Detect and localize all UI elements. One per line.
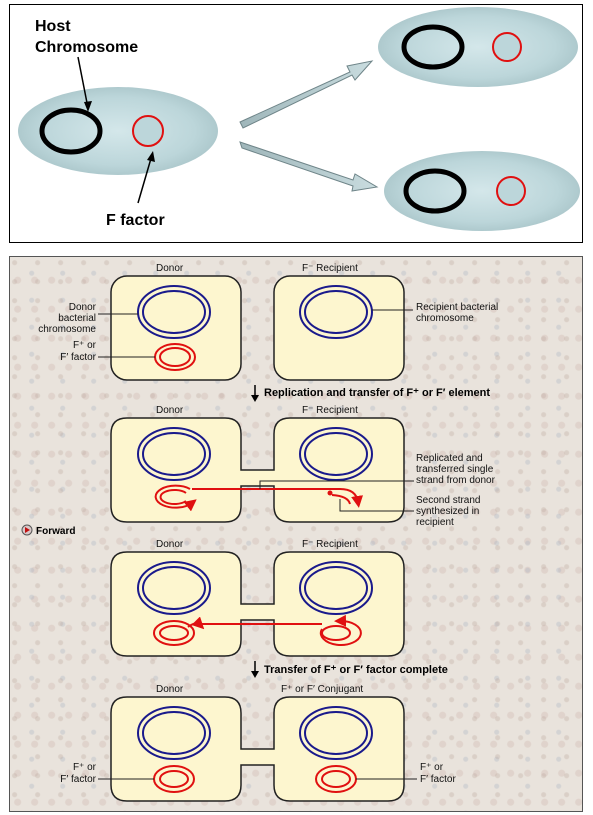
step1-down-arrow <box>251 385 259 402</box>
stage2-donor-chromosome <box>137 427 211 481</box>
stage4-left-factor-label-2: F′ factor <box>60 774 96 785</box>
host-chromosome-pointer <box>77 56 89 109</box>
stage4-conjugant-header: F⁺ or F′ Conjugant <box>281 684 363 695</box>
stage2-second-strand <box>331 494 351 505</box>
stage2-second-strand-label-1: Second strand <box>416 495 481 506</box>
host-chromosome-label-line2: Chromosome <box>35 39 138 56</box>
daughter-cell-top <box>378 7 578 87</box>
conjugation-diagram: Donor F⁻ Recipient Donor bacterial chrom… <box>20 263 498 802</box>
stage2-transferred-label-2: transferred single <box>416 464 494 475</box>
stage2-transferred-strand <box>192 488 364 508</box>
stage2-second-strand-label-3: recipient <box>416 517 454 528</box>
parent-f-factor <box>132 115 164 147</box>
stage4-mating-cells <box>110 696 405 802</box>
daughter-bottom-f-factor <box>496 176 526 206</box>
stage2-recipient-chromosome <box>299 427 373 481</box>
stage2-transferred-label-3: strand from donor <box>416 475 496 486</box>
stage2-transferred-pointer <box>259 480 414 489</box>
cell-division-diagram: Host Chromosome F factor <box>18 7 580 231</box>
conjugation-panel: Donor F⁻ Recipient Donor bacterial chrom… <box>9 256 583 812</box>
step2-down-arrow <box>251 661 259 678</box>
stage1-donor-chromosome-label-3: chromosome <box>38 324 96 335</box>
stage3-donor-chromosome <box>137 561 211 615</box>
cell-division-panel: Host Chromosome F factor <box>9 4 583 243</box>
stage3-donor-header: Donor <box>156 539 184 550</box>
stage4-donor-header: Donor <box>156 684 184 695</box>
host-chromosome-pointer-head <box>84 101 92 112</box>
stage3-donor-f-factor <box>153 620 195 646</box>
stage1-donor-chromosome-label-2: bacterial <box>58 313 96 324</box>
stage3-mating-cells <box>110 551 405 657</box>
forward-button[interactable]: Forward <box>20 523 92 537</box>
stage4-donor-chromosome <box>137 706 211 760</box>
stage4-left-factor-label-1: F⁺ or <box>73 762 97 773</box>
stage3-recipient-f-factor <box>319 614 362 646</box>
daughter-top-f-factor <box>492 32 522 62</box>
daughter-top-chromosome <box>401 24 465 70</box>
stage4-conjugant-chromosome <box>299 706 373 760</box>
stage2-recipient-header: F⁻ Recipient <box>302 405 358 416</box>
forward-button-label: Forward <box>36 526 75 537</box>
stage4-right-factor-label-2: F′ factor <box>420 774 456 785</box>
daughter-bottom-chromosome <box>403 168 467 214</box>
stage2-donor-header: Donor <box>156 405 184 416</box>
f-factor-pointer-head <box>147 151 155 162</box>
stage1-donor-chromosome <box>137 285 211 339</box>
stage1-donor-chromosome-label-1: Donor <box>69 302 97 313</box>
stage1-recipient-header: F⁻ Recipient <box>302 263 358 274</box>
step2-caption: Transfer of F⁺ or F′ factor complete <box>264 664 448 676</box>
stage1-recipient-chromosome-label-2: chromosome <box>416 313 474 324</box>
lower-division-arrow <box>239 141 379 192</box>
stage2-synthesis-origin <box>327 490 333 496</box>
stage1-f-factor-label-1: F⁺ or <box>73 340 97 351</box>
upper-division-arrow <box>239 60 374 129</box>
daughter-cell-bottom <box>384 151 580 231</box>
stage1-recipient-cell <box>273 275 405 381</box>
host-chromosome-label-line1: Host <box>35 18 71 35</box>
stage1-donor-header: Donor <box>156 263 184 274</box>
stage3-recipient-header: F⁻ Recipient <box>302 539 358 550</box>
parent-cell <box>18 87 218 175</box>
step1-caption: Replication and transfer of F⁺ or F′ ele… <box>264 387 490 399</box>
stage3-donor-arrow <box>187 616 205 630</box>
stage1-recipient-chromosome-label-1: Recipient bacterial <box>416 302 498 313</box>
stage3-recipient-chromosome <box>299 561 373 615</box>
stage2-transferred-label-1: Replicated and <box>416 453 483 464</box>
stage1-f-factor-label-2: F′ factor <box>60 352 96 363</box>
stage1-recipient-chromosome <box>299 285 373 339</box>
parent-host-chromosome <box>39 107 103 155</box>
stage2-second-strand-pointer <box>339 499 414 512</box>
stage4-right-factor-label-1: F⁺ or <box>420 762 444 773</box>
f-factor-pointer <box>137 154 153 204</box>
stage2-second-strand-label-2: synthesized in <box>416 506 479 517</box>
f-factor-label: F factor <box>106 212 165 229</box>
forward-icon-arrow <box>25 527 30 533</box>
stage2-replicating-f-factor <box>154 484 197 512</box>
stage2-mating-cells <box>110 417 405 523</box>
